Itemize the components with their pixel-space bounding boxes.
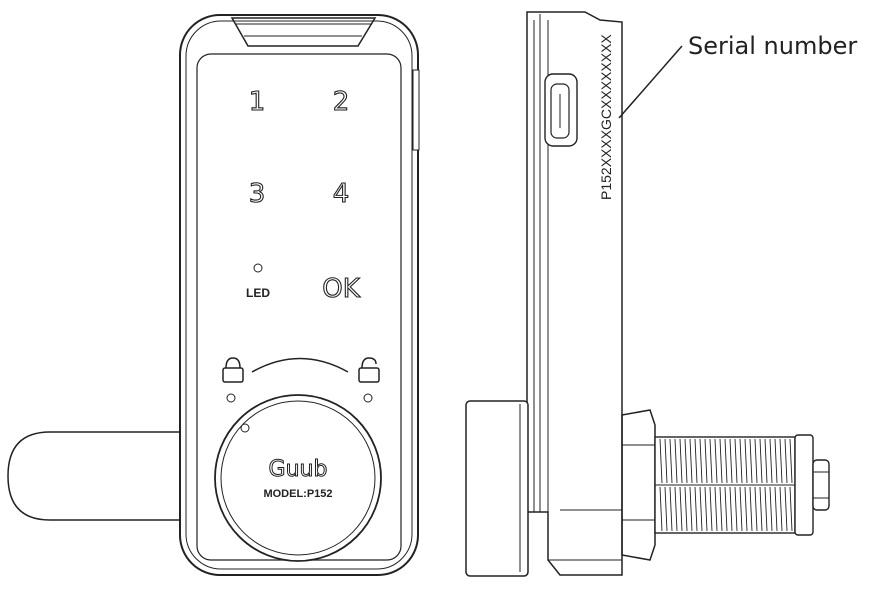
thread-line [749, 438, 753, 484]
thread-line [714, 438, 718, 484]
model-label: MODEL:P152 [263, 488, 332, 500]
washer [794, 434, 814, 536]
key-2[interactable]: 2 [332, 86, 350, 117]
thread-line [784, 486, 788, 532]
thread-line [699, 486, 703, 532]
thread-line [694, 438, 698, 484]
thread-line [719, 438, 723, 484]
thread-line [734, 486, 738, 532]
thread-line [709, 486, 713, 532]
thread-line [659, 438, 663, 484]
thread-line [729, 438, 733, 484]
key-4[interactable]: 4 [332, 178, 350, 209]
thread-line [789, 438, 793, 484]
thread-line [784, 438, 788, 484]
thread-line [659, 486, 663, 532]
thread-line [664, 438, 668, 484]
thread-line [769, 438, 773, 484]
thread-line [674, 486, 678, 532]
serial-callout-line [618, 45, 683, 119]
knob-outer[interactable] [214, 394, 382, 562]
thread-line [764, 486, 768, 532]
rotation-arc [251, 357, 349, 373]
thread-line [744, 438, 748, 484]
thread-line [779, 438, 783, 484]
thread-line [774, 486, 778, 532]
thread-line [709, 438, 713, 484]
knob-side [465, 400, 529, 577]
cam-bar [7, 431, 185, 521]
key-ok[interactable]: OK [322, 273, 362, 304]
led-label: LED [246, 286, 270, 300]
thread-line [744, 486, 748, 532]
thread-line [754, 486, 758, 532]
lock-closed-icon [222, 357, 244, 383]
knob-inner [220, 400, 376, 556]
thread-line [684, 486, 688, 532]
unlock-dot [363, 393, 373, 403]
thread-line [704, 486, 708, 532]
lock-dot [226, 393, 236, 403]
serial-number-text: P152XXXXGCXXXXXXXX [598, 34, 614, 200]
thread-line [739, 486, 743, 532]
thread-line [674, 438, 678, 484]
thread-line [734, 438, 738, 484]
thread-line [729, 486, 733, 532]
end-cap [812, 459, 830, 511]
top-latch [230, 17, 377, 47]
thread-line [719, 486, 723, 532]
thread-line [689, 486, 693, 532]
thread-line [774, 438, 778, 484]
thread-line [714, 486, 718, 532]
key-1[interactable]: 1 [248, 86, 266, 117]
thread-line [724, 438, 728, 484]
key-3[interactable]: 3 [248, 178, 266, 209]
usb-port-inner [550, 83, 570, 139]
hex-nut [621, 409, 656, 561]
thread-lines [659, 438, 793, 532]
thread-line [759, 438, 763, 484]
thread-line [669, 486, 673, 532]
usb-port-outer [544, 73, 578, 147]
thread-line [699, 438, 703, 484]
side-button [412, 69, 420, 151]
thread-line [679, 486, 683, 532]
knob-indicator-dot [240, 423, 250, 433]
brand-logo: Guub [269, 457, 328, 482]
thread-line [754, 438, 758, 484]
thread-line [789, 486, 793, 532]
thread-line [684, 438, 688, 484]
thread-line [664, 486, 668, 532]
thread-line [694, 486, 698, 532]
thread-line [749, 486, 753, 532]
side-body [526, 11, 623, 576]
led-indicator [253, 263, 263, 273]
thread-line [689, 438, 693, 484]
thread-line [779, 486, 783, 532]
thread-line [759, 486, 763, 532]
thread-line [669, 438, 673, 484]
thread-line [679, 438, 683, 484]
lock-body-inner [185, 20, 413, 570]
side-view: P152XXXXGCXXXXXXXX Serial number [465, 11, 857, 577]
front-view: 1 2 3 4 LED OK Guub MODEL:P152 [7, 14, 420, 576]
thread-line [769, 486, 773, 532]
thread-line [739, 438, 743, 484]
thread-line [724, 486, 728, 532]
serial-callout-label: Serial number [688, 32, 857, 60]
lock-open-icon [358, 357, 380, 383]
thread-line [704, 438, 708, 484]
thread-line [764, 438, 768, 484]
